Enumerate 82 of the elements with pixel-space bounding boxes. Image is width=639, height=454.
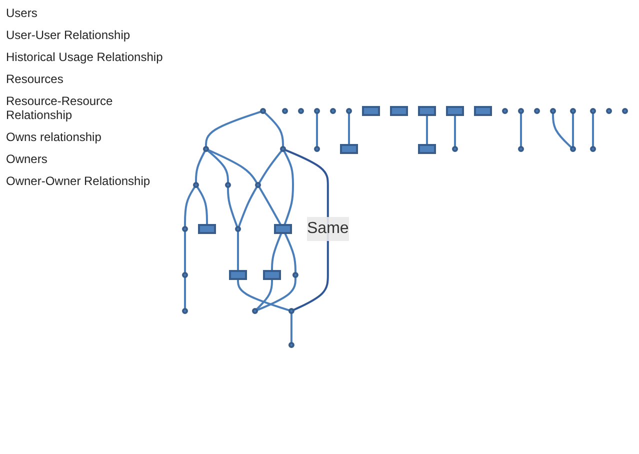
connector [284,148,328,312]
node-circle [570,108,576,114]
node-circle [518,108,524,114]
relationship-label: User-User Relationship [6,28,132,42]
connector [270,232,282,271]
node-circle [182,272,188,278]
node-circle [182,226,188,232]
node-circle [234,226,240,232]
connector [316,113,318,147]
connector [236,231,238,271]
relationship-label: Historical Usage Relationship [6,50,164,64]
node-circle [590,146,596,152]
node-circle [224,182,230,188]
connector [204,110,261,147]
connector [184,186,196,227]
node-circle [252,308,258,314]
connector [237,186,258,228]
connector [290,313,292,343]
relationship-label: Resources [6,72,64,86]
connector [572,113,574,147]
node-box [418,144,436,154]
connector [184,231,186,273]
connector [236,279,290,312]
node-circle [346,108,352,114]
node-box [198,224,216,234]
node-circle [570,146,576,152]
node-box [390,106,408,116]
node-circle [314,108,320,114]
connector [283,232,296,273]
connector [256,277,296,312]
node-box [262,270,280,280]
node-circle [260,108,266,114]
node-circle [606,108,612,114]
connector [194,150,206,183]
connector [206,148,258,184]
connector [592,113,594,147]
node-circle [314,146,320,152]
connector [206,150,228,183]
node-box [446,106,464,116]
relationship-label: Owner-Owner Relationship [6,174,152,188]
node-circle [182,308,188,314]
node-circle [622,108,628,114]
node-circle [534,108,540,114]
connector [263,112,284,147]
node-box [418,106,436,116]
connector [196,186,208,225]
node-circle [298,108,304,114]
connector [258,186,282,226]
node-circle [202,146,208,152]
connector [552,113,572,148]
relationship-label: Owns relationship [6,130,102,144]
node-box [474,106,492,116]
relationship-label: Users [6,6,38,20]
node-circle [330,108,336,114]
connector [282,150,294,226]
relationship-label: Resource-Resource Relationship [6,94,114,122]
node-circle [288,308,294,314]
connector [258,150,282,184]
connector [255,279,272,310]
node-box [362,106,380,116]
node-circle [288,342,294,348]
node-circle [550,108,556,114]
connector [426,115,428,145]
node-circle [590,108,596,114]
node-circle [282,108,288,114]
node-circle [254,182,260,188]
relationship-label: Owners [6,152,48,166]
node-circle [518,146,524,152]
node-circle [280,146,286,152]
node-circle [452,146,458,152]
connector [454,115,456,147]
node-box [274,224,292,234]
edge-label: Same [306,220,348,237]
node-box [228,270,246,280]
connector [348,113,350,145]
node-circle [292,272,298,278]
connector [520,113,522,147]
node-box [340,144,358,154]
connector [226,187,238,228]
node-circle [502,108,508,114]
node-circle [192,182,198,188]
connector [184,277,186,309]
